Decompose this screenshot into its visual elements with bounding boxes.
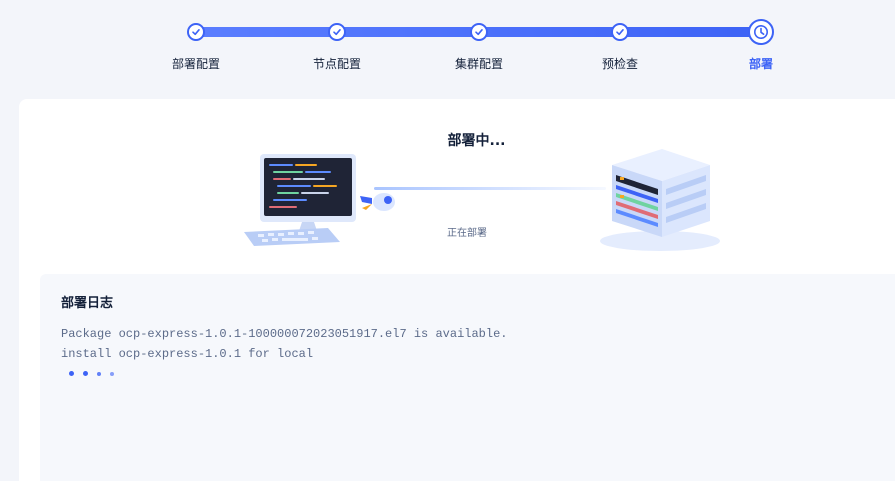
loading-dot bbox=[97, 371, 101, 376]
log-title: 部署日志 bbox=[61, 296, 114, 311]
loading-dot bbox=[83, 371, 88, 376]
step-label: 部署配置 bbox=[171, 57, 220, 71]
step-cluster-config: 集群配置 bbox=[429, 0, 529, 80]
check-icon bbox=[470, 23, 488, 41]
loading-dot bbox=[110, 371, 114, 376]
step-label: 节点配置 bbox=[312, 57, 361, 71]
check-icon bbox=[328, 23, 346, 41]
computer-illustration bbox=[232, 152, 402, 251]
loading-indicator bbox=[69, 371, 114, 376]
step-node-config: 节点配置 bbox=[287, 0, 387, 80]
step-precheck: 预检查 bbox=[570, 0, 670, 80]
check-icon bbox=[611, 23, 629, 41]
check-icon bbox=[187, 23, 205, 41]
step-deploy-config: 部署配置 bbox=[146, 0, 246, 80]
deploy-title: 部署中... bbox=[447, 133, 506, 149]
step-deploy: 部署 bbox=[711, 0, 811, 80]
loading-dot bbox=[69, 371, 74, 376]
server-illustration bbox=[592, 145, 732, 259]
step-label: 预检查 bbox=[601, 57, 638, 71]
log-line: Package ocp-express-1.0.1-10000007202305… bbox=[61, 327, 508, 341]
clock-icon bbox=[748, 19, 774, 45]
connection-beam bbox=[374, 187, 606, 190]
deploy-log-panel[interactable]: 部署日志 Package ocp-express-1.0.1-100000072… bbox=[40, 274, 895, 481]
deploy-status-text: 正在部署 bbox=[447, 228, 487, 239]
log-line: install ocp-express-1.0.1 for local bbox=[61, 347, 314, 361]
step-label: 部署 bbox=[748, 57, 773, 71]
step-label: 集群配置 bbox=[454, 57, 503, 71]
deploy-stepper: 部署配置 节点配置 集群配置 预检查 部署 bbox=[0, 0, 895, 96]
